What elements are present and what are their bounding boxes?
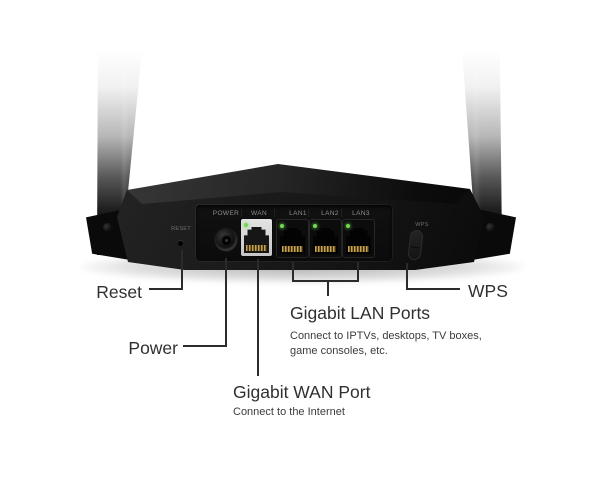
lan2-port-socket (313, 228, 338, 254)
lan-bracket-right-line (357, 262, 359, 282)
wan-led-indicator (243, 223, 248, 227)
wan-callout-description: Connect to the Internet (233, 406, 345, 418)
wan-port-socket (244, 227, 269, 253)
panel-divider (341, 209, 342, 217)
panel-divider (308, 209, 309, 217)
lan1-led-indicator (279, 224, 284, 228)
wps-callout-label: WPS (468, 281, 508, 301)
panel-divider (274, 209, 275, 217)
lan-bracket-stub-line (327, 282, 329, 296)
reset-engraving-label: RESET (171, 226, 191, 232)
lan3-port-socket (346, 228, 371, 254)
left-antenna-hinge (103, 223, 112, 232)
wps-callout-line-horizontal (406, 288, 460, 290)
lan-callout-description: Connect to IPTVs, desktops, TV boxes, ga… (290, 329, 482, 359)
right-antenna-hinge (486, 223, 495, 232)
lan1-port (277, 220, 308, 257)
wan-callout-heading: Gigabit WAN Port (233, 382, 371, 402)
wan-port-label: WAN (250, 210, 268, 217)
lan-description-line1: Connect to IPTVs, desktops, TV boxes, (290, 330, 482, 342)
lan1-port-socket (280, 228, 305, 254)
power-callout-line-vertical (225, 258, 227, 347)
lan3-port (343, 220, 374, 257)
panel-divider (241, 209, 242, 217)
wps-engraving-label: WPS (415, 222, 429, 228)
power-port (215, 229, 237, 251)
reset-pinhole (178, 241, 183, 246)
lan2-port (310, 220, 341, 257)
wps-callout-line-vertical (406, 263, 408, 290)
reset-callout-line-horizontal (149, 288, 183, 290)
lan3-led-indicator (345, 224, 350, 228)
lan-bracket-horizontal-line (292, 280, 359, 282)
lan2-led-indicator (312, 224, 317, 228)
lan2-port-label: LAN2 (321, 210, 339, 217)
reset-callout-line-vertical (181, 250, 183, 290)
power-callout-line-horizontal (183, 345, 227, 347)
lan-bracket-left-line (292, 262, 294, 282)
lan-description-line2: game consoles, etc. (290, 345, 388, 357)
lan1-port-label: LAN1 (289, 210, 307, 217)
lan-callout-heading: Gigabit LAN Ports (290, 303, 431, 323)
lan3-port-label: LAN3 (352, 210, 370, 217)
power-callout-label: Power (128, 338, 178, 358)
power-port-label: POWER (212, 210, 240, 217)
power-port-pin (224, 238, 228, 242)
wan-callout-line-vertical (257, 259, 259, 376)
reset-callout-label: Reset (96, 282, 142, 302)
wan-port (241, 219, 272, 256)
